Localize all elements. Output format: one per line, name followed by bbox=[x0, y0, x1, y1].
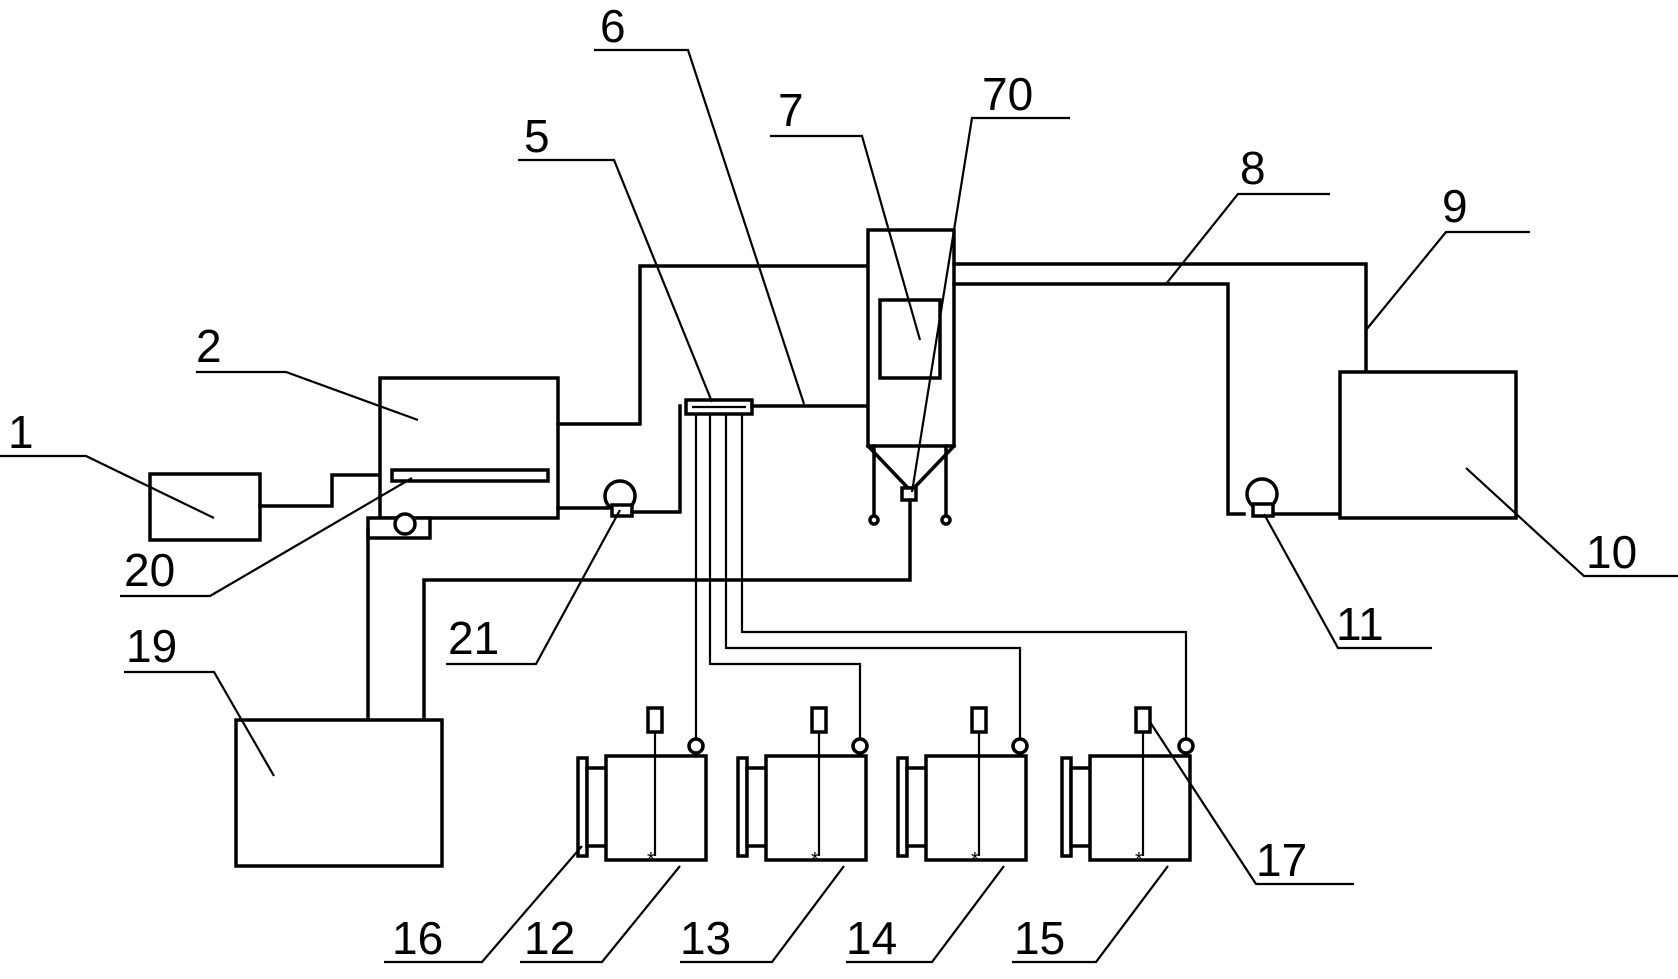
leader-70 bbox=[910, 116, 1070, 493]
leader-9 bbox=[1365, 230, 1530, 331]
vessel-7-window bbox=[878, 298, 942, 380]
tank-13-flange-inner bbox=[745, 766, 769, 848]
tank-14-inlet bbox=[1011, 737, 1029, 755]
label-16: 16 bbox=[392, 912, 443, 964]
label-19: 19 bbox=[126, 620, 177, 672]
tank-15-flange-inner bbox=[1069, 766, 1093, 848]
tank-14-body bbox=[924, 754, 1028, 862]
component-1-box bbox=[148, 472, 262, 542]
leader-5 bbox=[518, 158, 714, 403]
component-70-valve bbox=[900, 486, 918, 502]
label-15: 15 bbox=[1014, 912, 1065, 964]
tank-14-flange-inner bbox=[905, 766, 929, 848]
leader-2 bbox=[196, 370, 419, 422]
tank-15-group: * bbox=[1060, 706, 1195, 871]
label-8: 8 bbox=[1240, 142, 1266, 194]
component-20-bar bbox=[390, 468, 550, 483]
component-2-tank bbox=[378, 376, 560, 520]
vessel-foot-left bbox=[868, 514, 880, 526]
leader-1 bbox=[0, 454, 215, 519]
tank-12-flange-inner bbox=[585, 766, 609, 848]
leader-7 bbox=[770, 134, 922, 341]
tank-12-inlet bbox=[687, 737, 705, 755]
leader-19 bbox=[124, 670, 275, 777]
pump-under-tank-2-impeller bbox=[393, 512, 417, 536]
vessel-7-cone bbox=[865, 443, 957, 490]
leader-6 bbox=[594, 48, 806, 405]
tank-15-body bbox=[1088, 754, 1192, 862]
pipe-1-to-20 bbox=[258, 473, 394, 508]
label-12: 12 bbox=[524, 912, 575, 964]
leader-15 bbox=[1012, 865, 1169, 964]
tank-15-impeller-mark: * bbox=[1135, 849, 1143, 871]
leader-14 bbox=[846, 865, 1005, 964]
leader-21 bbox=[446, 509, 621, 666]
leader-12 bbox=[520, 865, 681, 964]
pump-21-base bbox=[610, 503, 634, 518]
label-13: 13 bbox=[680, 912, 731, 964]
label-17: 17 bbox=[1256, 834, 1307, 886]
tank-14-motor bbox=[970, 706, 988, 734]
component-19-tank bbox=[234, 718, 444, 868]
tank-13-inlet bbox=[851, 737, 869, 755]
leader-10 bbox=[1465, 467, 1678, 578]
branch-pipe-to-tank-13 bbox=[708, 414, 862, 738]
tank-13-body bbox=[764, 754, 868, 862]
label-10: 10 bbox=[1586, 526, 1637, 578]
label-2: 2 bbox=[196, 320, 222, 372]
leader-8 bbox=[1165, 192, 1330, 285]
label-11: 11 bbox=[1336, 598, 1384, 650]
pipe-pump-21-to-manifold bbox=[630, 404, 682, 514]
component-10-tank bbox=[1338, 370, 1518, 520]
branch-pipe-to-tank-14 bbox=[724, 414, 1022, 738]
leader-13 bbox=[680, 865, 845, 964]
tank-14-group: * bbox=[896, 706, 1029, 871]
leader-11 bbox=[1263, 513, 1432, 650]
tank-13-impeller-mark: * bbox=[811, 849, 819, 871]
label-20: 20 bbox=[124, 544, 175, 596]
label-6: 6 bbox=[600, 0, 626, 52]
pipe-2-to-header bbox=[556, 264, 870, 426]
pipe-9-vessel-to-tank-10 bbox=[952, 262, 1368, 374]
tank-13-motor bbox=[810, 706, 828, 734]
pump-11-base bbox=[1251, 502, 1275, 518]
leader-16 bbox=[384, 845, 583, 964]
label-7: 7 bbox=[778, 84, 804, 136]
return-pipe-vessel-to-19 bbox=[422, 498, 912, 730]
leader-20 bbox=[120, 477, 413, 598]
tank-15-inlet bbox=[1177, 737, 1195, 755]
label-1: 1 bbox=[8, 406, 34, 458]
leader-17 bbox=[1149, 721, 1354, 886]
tank-13-group: * bbox=[736, 706, 869, 871]
label-21: 21 bbox=[448, 612, 499, 664]
label-5: 5 bbox=[524, 110, 550, 162]
pipe-8-vessel-to-pump-11 bbox=[952, 282, 1246, 516]
tank-12-motor bbox=[646, 706, 664, 734]
vessel-foot-right bbox=[940, 514, 952, 526]
tank-15-motor bbox=[1134, 706, 1152, 734]
tank-12-impeller-mark: * bbox=[647, 849, 655, 871]
branch-pipe-to-tank-15 bbox=[740, 414, 1188, 738]
tank-14-impeller-mark: * bbox=[971, 849, 979, 871]
label-70: 70 bbox=[982, 68, 1033, 120]
label-14: 14 bbox=[846, 912, 897, 964]
label-9: 9 bbox=[1442, 180, 1468, 232]
tank-12-group: * bbox=[576, 706, 708, 871]
